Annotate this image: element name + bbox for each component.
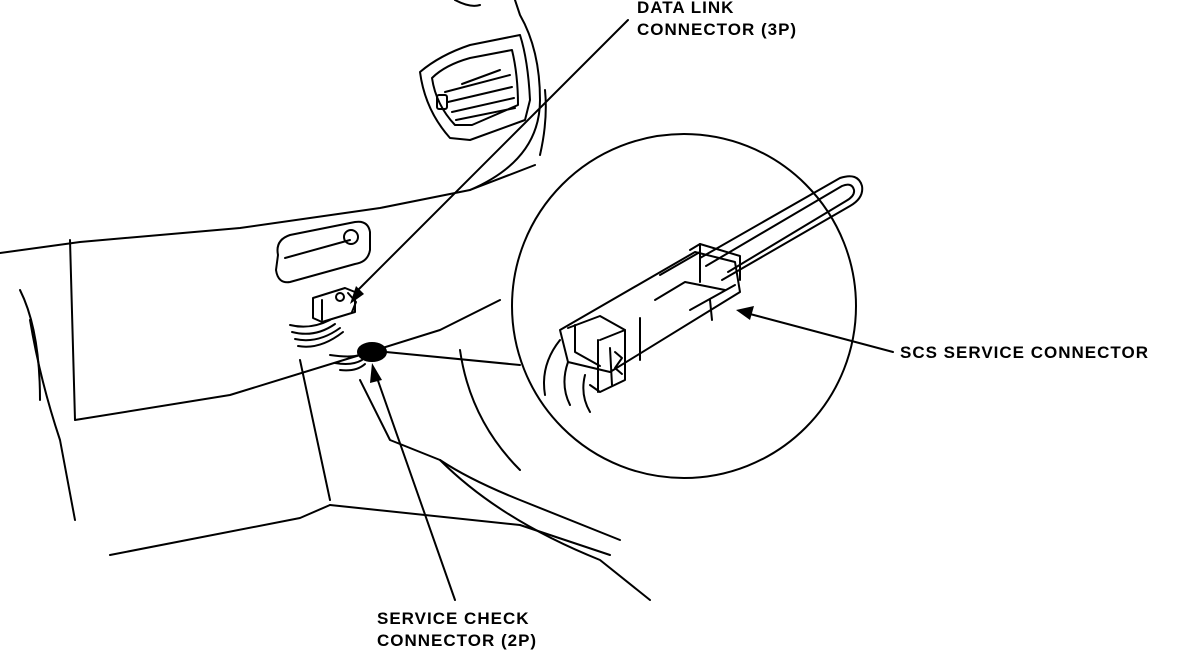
data-link-label-line2: CONNECTOR (3P) — [637, 20, 798, 39]
data-link-label-line1: DATA LINK — [637, 0, 735, 17]
scs-label-line1: SCS SERVICE CONNECTOR — [900, 343, 1149, 362]
air-vent — [419, 34, 531, 141]
service-check-connector-2p — [329, 342, 521, 372]
scs-service-connector-label: SCS SERVICE CONNECTOR — [900, 342, 1149, 364]
data-link-connector-label: DATA LINK CONNECTOR (3P) — [637, 0, 797, 41]
magnified-detail-circle — [511, 133, 857, 479]
leader-lines — [350, 19, 894, 601]
service-check-label-line1: SERVICE CHECK — [377, 609, 530, 628]
dashboard-outline — [0, 0, 651, 601]
glovebox-handle — [275, 220, 371, 284]
scs-service-connector — [543, 175, 864, 413]
service-check-connector-label: SERVICE CHECK CONNECTOR (2P) — [377, 608, 537, 652]
service-check-label-line2: CONNECTOR (2P) — [377, 631, 538, 650]
data-link-connector-3p — [289, 287, 357, 348]
